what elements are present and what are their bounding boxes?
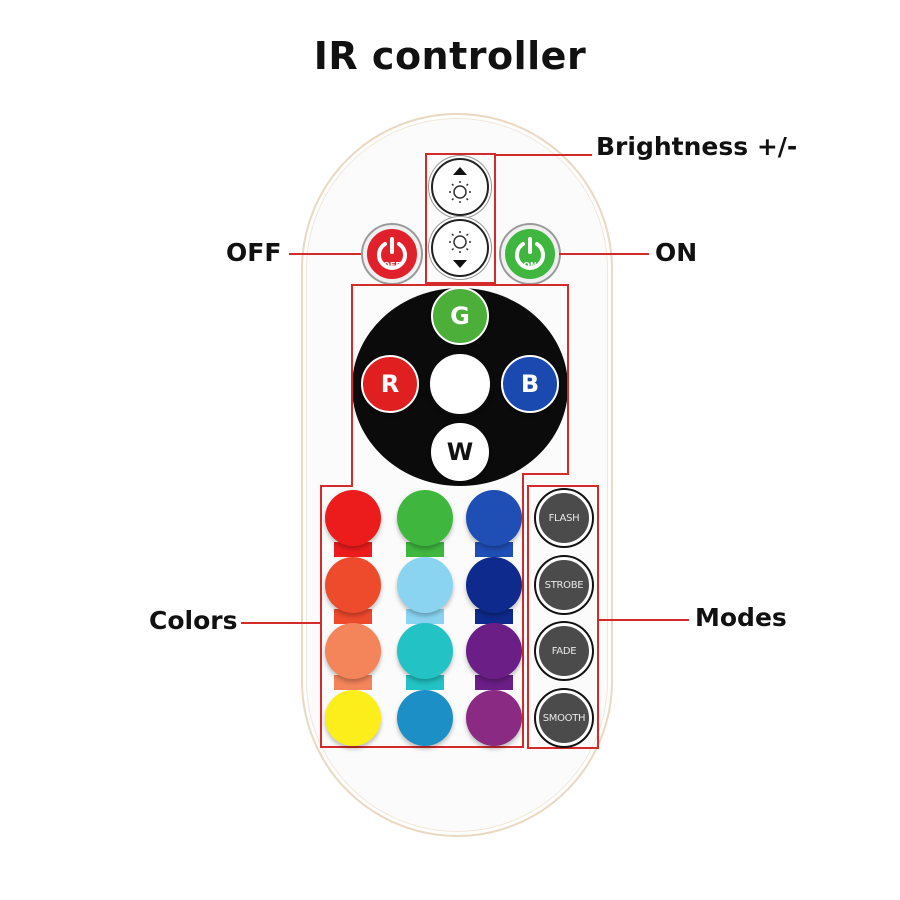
color-stripe: [406, 609, 444, 624]
sun-arrow-up-icon: [449, 167, 471, 203]
off-callout-line: [289, 253, 362, 255]
page-title: IR controller: [313, 34, 587, 78]
color-button-r2-c3[interactable]: [466, 557, 522, 613]
on-label: ON: [655, 238, 698, 267]
on-button[interactable]: ON: [501, 225, 559, 283]
brightness-up-button[interactable]: [431, 158, 489, 216]
color-stripe: [406, 675, 444, 690]
color-button-r4-c3[interactable]: [466, 690, 522, 746]
color-button-r3-c2[interactable]: [397, 623, 453, 679]
off-button[interactable]: OFF: [363, 225, 421, 283]
color-stripe: [475, 675, 513, 690]
red-button[interactable]: R: [361, 355, 419, 413]
colors-label: Colors: [149, 606, 238, 635]
color-button-r1-c2[interactable]: [397, 490, 453, 546]
green-button[interactable]: G: [431, 287, 489, 345]
sun-arrow-down-icon: [449, 231, 471, 268]
on-callout-line: [559, 253, 649, 255]
on-button-text: ON: [523, 261, 537, 270]
fade-button[interactable]: FADE: [536, 623, 592, 679]
color-button-r4-c1[interactable]: [325, 690, 381, 746]
off-button-text: OFF: [383, 261, 401, 270]
white-button[interactable]: [427, 351, 493, 417]
color-button-r1-c1[interactable]: [325, 490, 381, 546]
off-label: OFF: [226, 238, 282, 267]
color-button-r4-c2[interactable]: [397, 690, 453, 746]
flash-button[interactable]: FLASH: [536, 490, 592, 546]
color-stripe: [406, 542, 444, 557]
color-button-r2-c1[interactable]: [325, 557, 381, 613]
color-button-r3-c1[interactable]: [325, 623, 381, 679]
power-icon: [377, 237, 407, 270]
color-stripe: [334, 542, 372, 557]
brightness-label: Brightness +/-: [596, 132, 798, 161]
w-button[interactable]: W: [431, 423, 489, 481]
color-stripe: [475, 542, 513, 557]
color-stripe: [334, 675, 372, 690]
brightness-down-button[interactable]: [431, 219, 489, 277]
power-icon: [515, 237, 545, 270]
strobe-button[interactable]: STROBE: [536, 557, 592, 613]
blue-button[interactable]: B: [501, 355, 559, 413]
brightness-callout-box: [425, 153, 496, 284]
color-stripe: [334, 609, 372, 624]
modes-label: Modes: [695, 603, 787, 632]
brightness-callout-line: [496, 154, 592, 156]
color-button-r2-c2[interactable]: [397, 557, 453, 613]
color-stripe: [475, 609, 513, 624]
color-button-r3-c3[interactable]: [466, 623, 522, 679]
modes-callout-line: [599, 619, 689, 621]
smooth-button[interactable]: SMOOTH: [536, 690, 592, 746]
color-button-r1-c3[interactable]: [466, 490, 522, 546]
colors-callout-line: [241, 622, 321, 624]
